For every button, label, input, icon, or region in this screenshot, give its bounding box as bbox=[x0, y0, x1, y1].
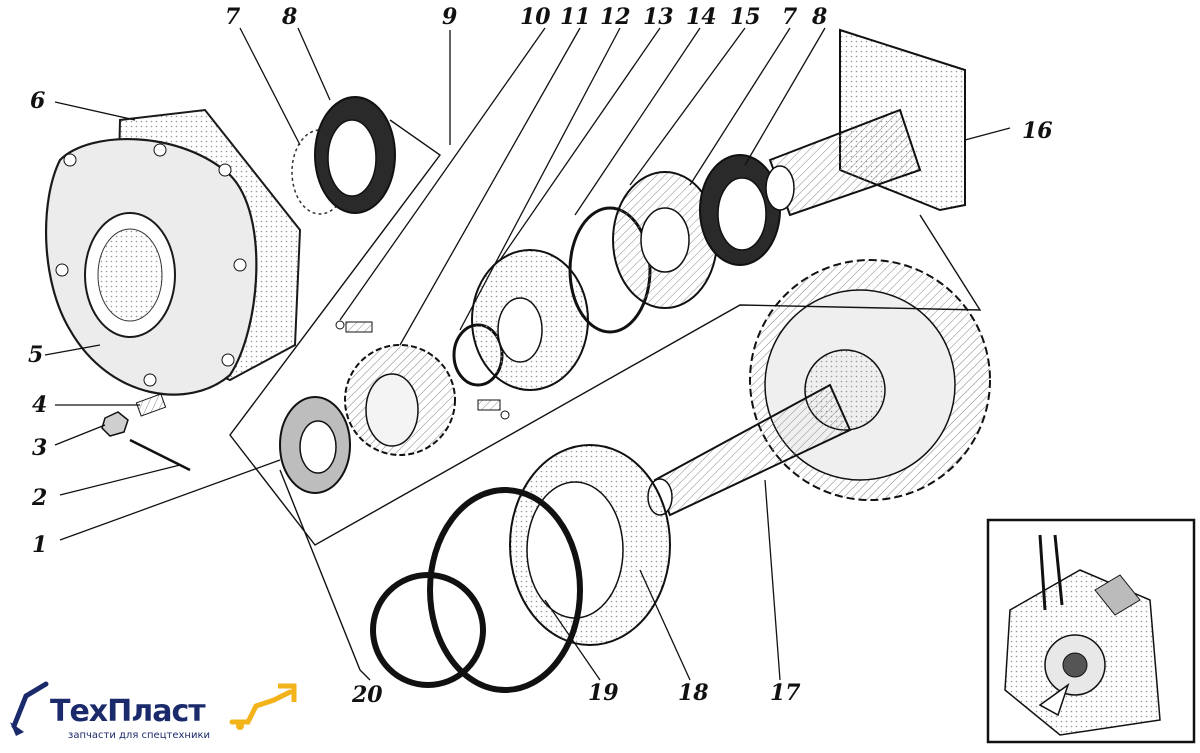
part-16-flange-shaft bbox=[765, 28, 966, 217]
part-10-gear bbox=[344, 344, 456, 456]
callout-15: 15 bbox=[730, 4, 761, 30]
callout-6: 6 bbox=[30, 88, 45, 114]
callout-1: 1 bbox=[32, 532, 47, 558]
callout-20: 20 bbox=[351, 682, 383, 708]
callout-14: 14 bbox=[686, 4, 717, 30]
part-13-bearing bbox=[471, 249, 589, 391]
callout-4: 4 bbox=[32, 392, 47, 418]
part-15-washer bbox=[612, 171, 718, 309]
callout-labels: 1 2 3 4 5 6 7 8 9 10 11 12 13 14 15 7 8 … bbox=[28, 4, 1053, 708]
callout-11: 11 bbox=[560, 4, 591, 30]
callout-2: 2 bbox=[31, 485, 47, 511]
callout-7b: 7 bbox=[782, 4, 798, 30]
callout-8: 8 bbox=[281, 4, 297, 30]
leader-lines bbox=[44, 27, 1011, 681]
callout-18: 18 bbox=[678, 680, 709, 706]
callout-16: 16 bbox=[1022, 118, 1053, 144]
part-17-gear-shaft bbox=[647, 259, 991, 517]
assembly-lines bbox=[229, 119, 982, 671]
loader-logo-icon bbox=[229, 683, 297, 730]
part-2-pin bbox=[129, 438, 191, 472]
callout-17: 17 bbox=[770, 680, 801, 706]
part-5-cover bbox=[44, 138, 258, 396]
part-18-ring bbox=[509, 444, 671, 646]
part-1-bearing bbox=[279, 396, 351, 494]
callout-10: 10 bbox=[520, 4, 551, 30]
part-8-oil-seal-right bbox=[699, 154, 781, 266]
callout-12: 12 bbox=[600, 4, 631, 30]
inset-assembly-view bbox=[986, 518, 1196, 744]
callout-13: 13 bbox=[643, 4, 674, 30]
logo-name: ТехПласт bbox=[50, 694, 206, 729]
callout-3: 3 bbox=[32, 435, 47, 461]
callout-8b: 8 bbox=[811, 4, 827, 30]
part-3-nut bbox=[101, 411, 129, 437]
callout-7: 7 bbox=[225, 4, 241, 30]
part-8-oil-seal-left bbox=[314, 96, 396, 214]
excavator-logo-icon bbox=[10, 681, 49, 736]
callout-9: 9 bbox=[442, 4, 457, 30]
callout-5: 5 bbox=[28, 342, 43, 368]
part-4-screw bbox=[135, 393, 167, 417]
part-9-balls-spring bbox=[335, 320, 510, 420]
brand-logo: ТехПласт запчасти для спецтехники bbox=[6, 672, 306, 744]
part-20-lock-ring bbox=[370, 572, 486, 688]
logo-tagline: запчасти для спецтехники bbox=[68, 730, 210, 741]
callout-19: 19 bbox=[588, 680, 619, 706]
part-19-retaining-ring bbox=[427, 487, 583, 693]
